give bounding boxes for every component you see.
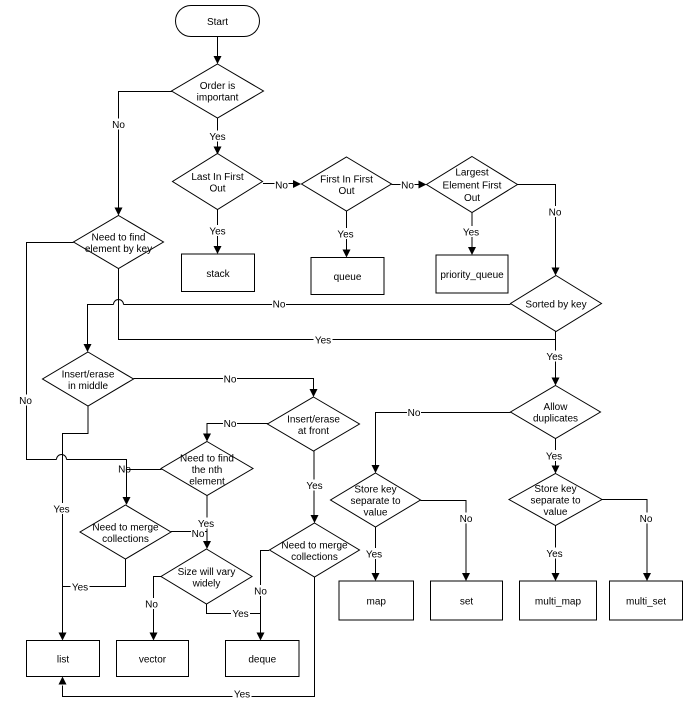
svg-text:No: No [145, 600, 158, 611]
svg-text:Yes: Yes [463, 228, 479, 239]
svg-text:Insert/erase: Insert/erase [287, 415, 340, 426]
svg-text:Yes: Yes [53, 505, 69, 516]
svg-text:separate to: separate to [350, 496, 400, 507]
svg-text:No: No [460, 514, 473, 525]
svg-text:at front: at front [298, 426, 329, 437]
svg-text:Yes: Yes [546, 452, 562, 463]
svg-text:widely: widely [192, 579, 221, 590]
svg-text:No: No [192, 529, 205, 540]
svg-text:Out: Out [209, 184, 225, 195]
svg-text:Yes: Yes [306, 481, 322, 492]
svg-text:Last In First: Last In First [191, 172, 243, 183]
svg-text:Need to find: Need to find [180, 454, 234, 465]
svg-text:Yes: Yes [198, 519, 214, 530]
svg-text:Yes: Yes [337, 230, 353, 241]
svg-text:Store key: Store key [534, 484, 576, 495]
svg-text:Need to merge: Need to merge [281, 541, 348, 552]
svg-text:stack: stack [206, 269, 230, 280]
svg-text:duplicates: duplicates [533, 414, 578, 425]
svg-text:Yes: Yes [546, 352, 562, 363]
svg-text:No: No [640, 514, 653, 525]
svg-text:multi_set: multi_set [626, 597, 666, 608]
svg-text:list: list [57, 655, 69, 666]
svg-text:Start: Start [207, 17, 228, 28]
svg-text:Yes: Yes [72, 583, 88, 594]
svg-text:deque: deque [248, 655, 276, 666]
svg-text:vector: vector [139, 655, 167, 666]
svg-text:element by key: element by key [85, 244, 152, 255]
svg-text:Insert/erase: Insert/erase [62, 370, 115, 381]
svg-text:set: set [460, 597, 474, 608]
svg-text:queue: queue [334, 272, 362, 283]
svg-text:Sorted by key: Sorted by key [525, 300, 586, 311]
svg-text:collections: collections [291, 552, 338, 563]
svg-text:Size will vary: Size will vary [178, 567, 236, 578]
svg-text:map: map [367, 597, 387, 608]
svg-text:Out: Out [338, 186, 354, 197]
svg-text:Store key: Store key [354, 485, 396, 496]
svg-text:Yes: Yes [232, 609, 248, 620]
svg-text:No: No [549, 208, 562, 219]
svg-text:No: No [118, 465, 131, 476]
svg-text:No: No [273, 300, 286, 311]
svg-text:No: No [275, 181, 288, 192]
svg-text:priority_queue: priority_queue [440, 270, 504, 281]
svg-text:No: No [19, 396, 32, 407]
svg-text:No: No [254, 587, 267, 598]
svg-text:multi_map: multi_map [535, 597, 582, 608]
svg-text:Yes: Yes [234, 690, 250, 701]
svg-text:No: No [112, 120, 125, 131]
svg-text:value: value [364, 508, 388, 519]
svg-text:important: important [197, 93, 239, 104]
svg-text:Element First: Element First [443, 181, 502, 192]
svg-text:value: value [544, 507, 568, 518]
svg-text:Yes: Yes [546, 549, 562, 560]
svg-text:No: No [408, 408, 421, 419]
svg-text:Need to find: Need to find [92, 233, 146, 244]
svg-text:No: No [401, 181, 414, 192]
svg-text:the nth: the nth [192, 465, 223, 476]
svg-text:separate to: separate to [530, 496, 580, 507]
svg-text:Largest: Largest [455, 168, 489, 179]
svg-text:element: element [189, 477, 225, 488]
svg-text:in middle: in middle [68, 381, 108, 392]
svg-text:Yes: Yes [209, 132, 225, 143]
svg-text:No: No [224, 419, 237, 430]
svg-text:Allow: Allow [544, 402, 569, 413]
svg-text:Order is: Order is [200, 81, 236, 92]
svg-text:Out: Out [464, 193, 480, 204]
svg-text:No: No [224, 375, 237, 386]
svg-text:collections: collections [102, 534, 149, 545]
svg-text:Yes: Yes [366, 550, 382, 561]
svg-text:Yes: Yes [315, 336, 331, 347]
svg-text:Yes: Yes [209, 227, 225, 238]
svg-text:First In First: First In First [320, 175, 373, 186]
svg-text:Need to merge: Need to merge [92, 523, 159, 534]
